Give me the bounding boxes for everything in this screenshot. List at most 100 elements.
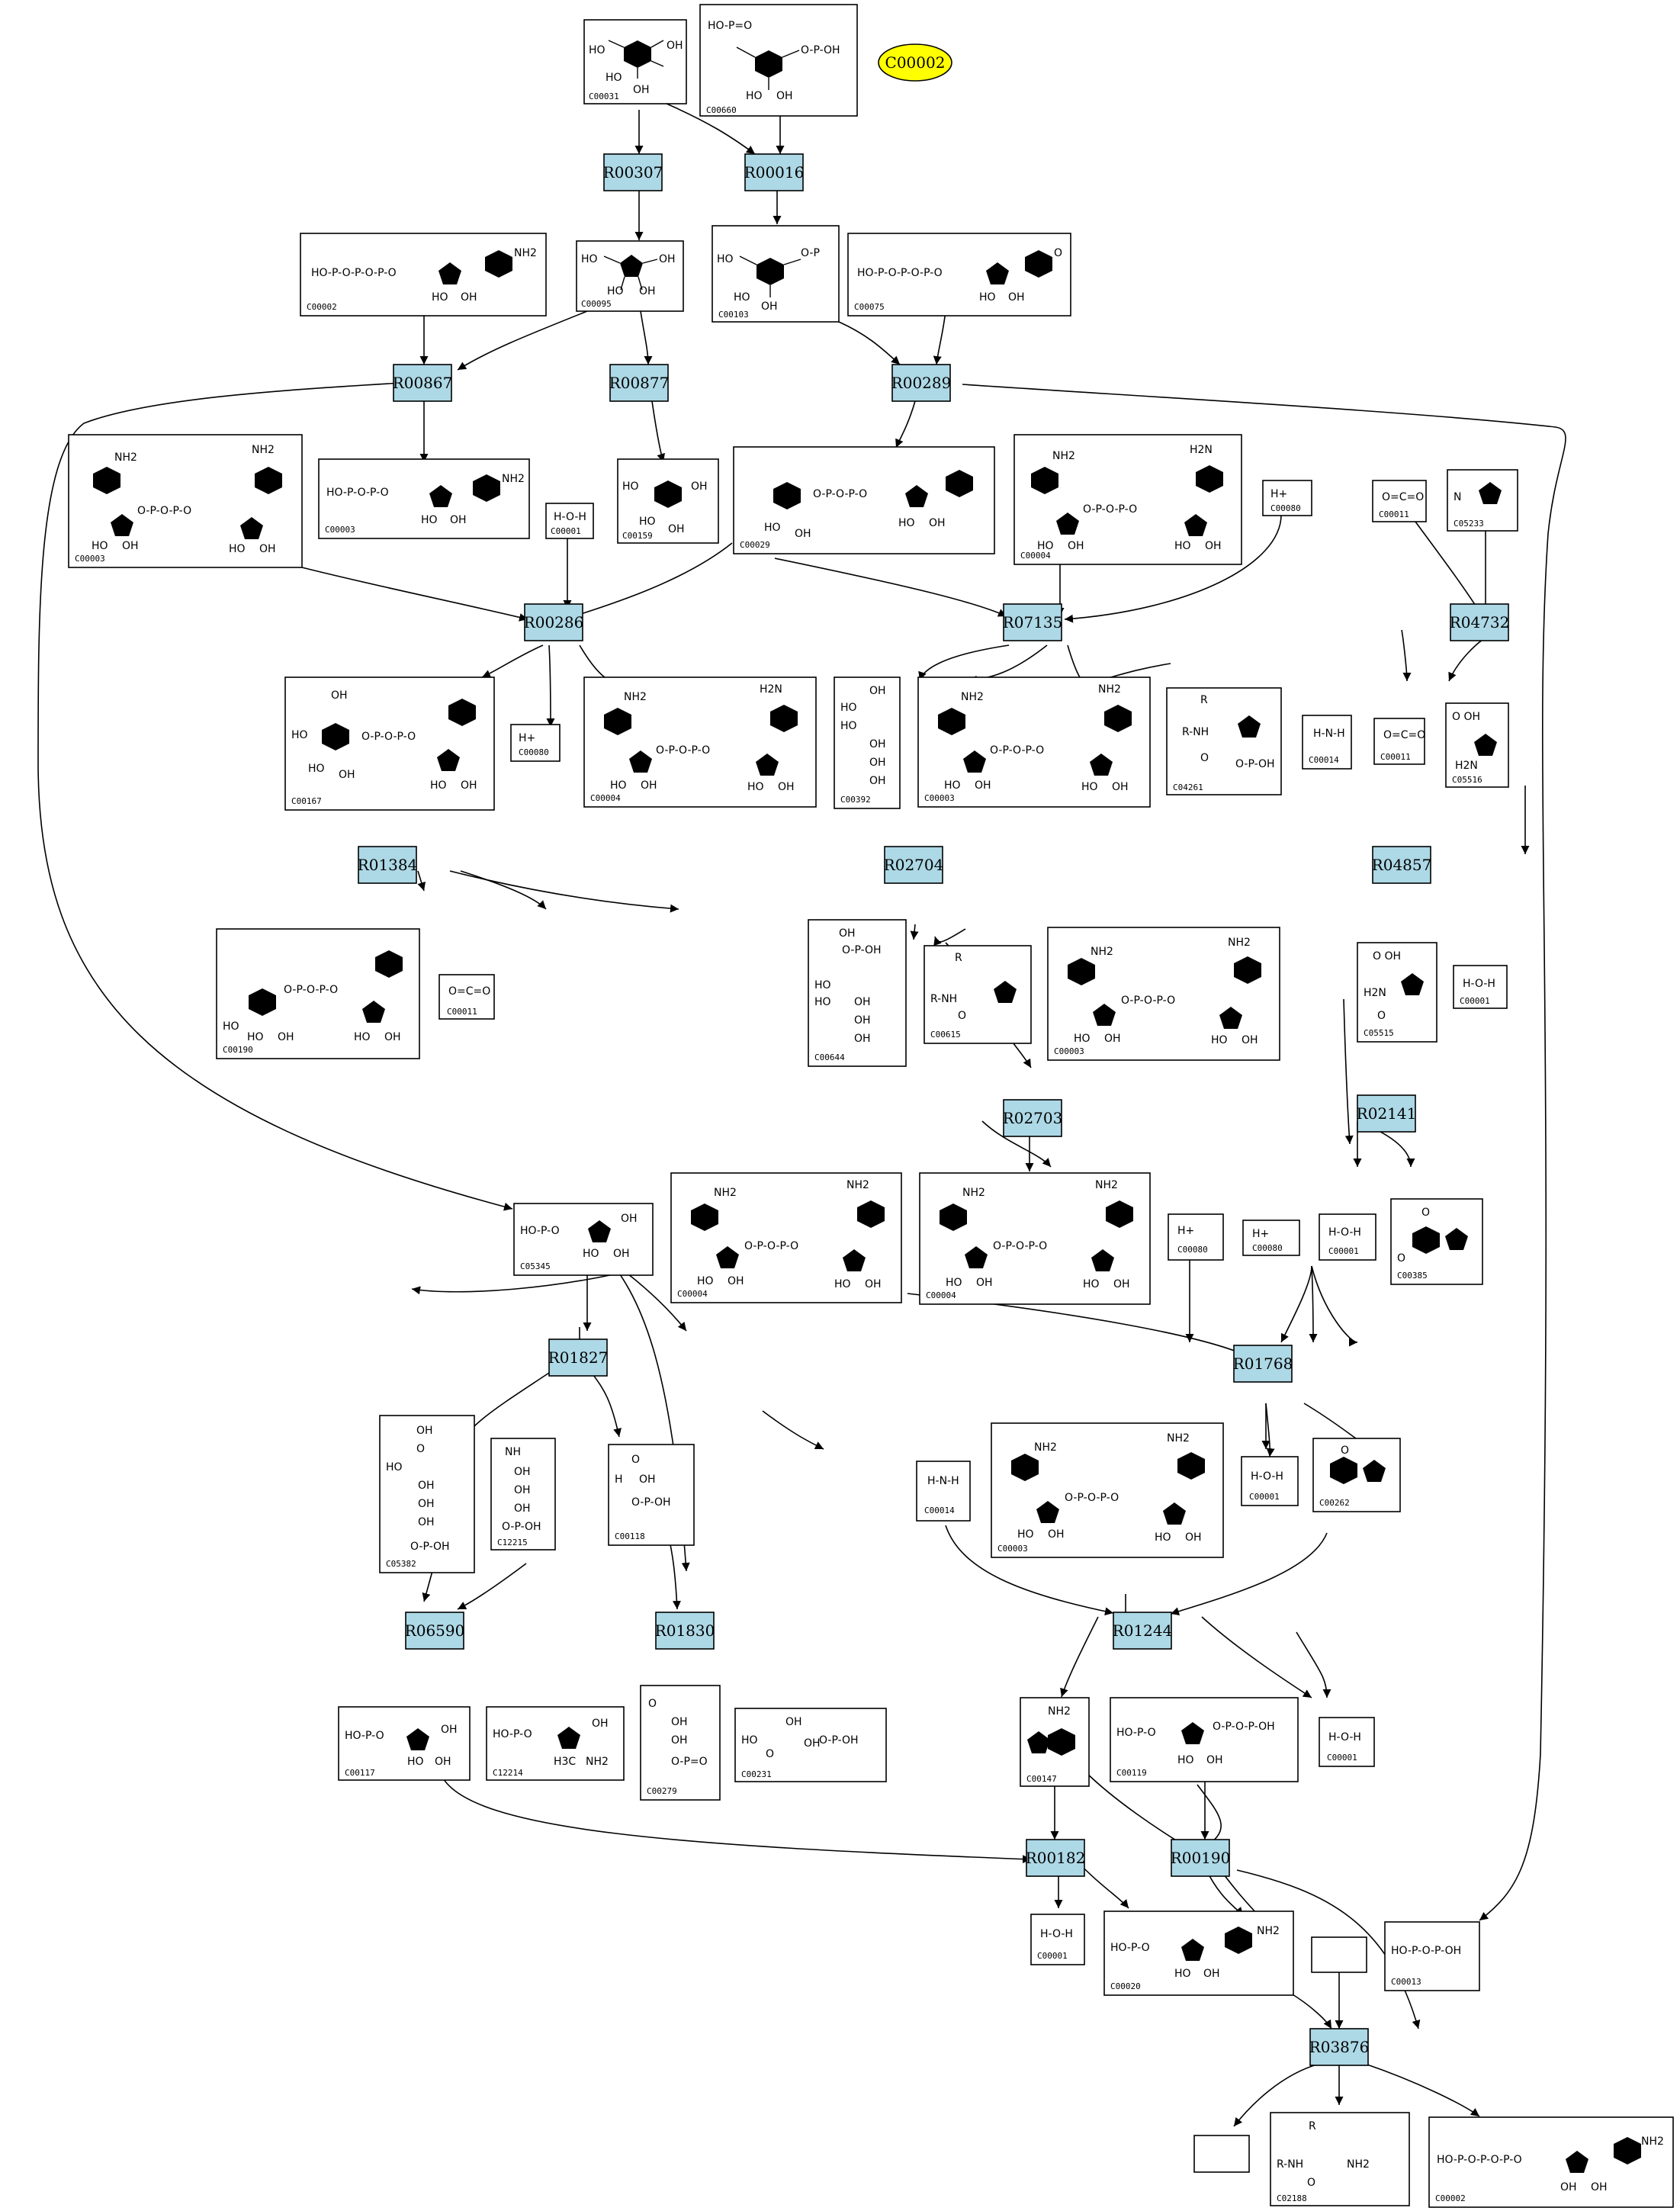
svg-text:O-P-OH: O-P-OH [819, 1734, 859, 1747]
compound-node[interactable]: O OH H2N C05516 [1445, 702, 1509, 788]
compound-node[interactable]: RR-NHO C00615 [924, 945, 1032, 1044]
compound-node[interactable]: OO C00385 [1390, 1198, 1483, 1285]
compound-node[interactable]: NH2 C00147 [1020, 1697, 1090, 1787]
reaction-node[interactable]: R01244 [1113, 1612, 1173, 1650]
svg-text:HO: HO [432, 291, 448, 304]
reaction-node[interactable]: R00286 [524, 603, 584, 641]
reaction-node[interactable]: R06590 [405, 1612, 465, 1650]
compound-node[interactable] [1311, 1936, 1367, 1973]
reaction-node[interactable]: R01384 [358, 846, 418, 884]
svg-text:R-NH: R-NH [930, 993, 957, 1005]
reaction-node[interactable]: R04857 [1372, 846, 1432, 884]
compound-node[interactable]: HO-P-O-P-OH C00013 [1384, 1921, 1480, 1991]
svg-text:HO-P-O-P-O-P-O: HO-P-O-P-O-P-O [311, 267, 397, 279]
compound-node[interactable]: H-O-H C00001 [1319, 1717, 1375, 1767]
reaction-node[interactable]: R04732 [1450, 603, 1510, 641]
reaction-node[interactable]: R00877 [609, 364, 670, 402]
reaction-node[interactable]: R00307 [603, 153, 663, 191]
svg-text:O-P-OH: O-P-OH [410, 1541, 450, 1553]
svg-text:H2N: H2N [1364, 987, 1386, 999]
compound-node[interactable]: O=C=O C00011 [1372, 480, 1427, 522]
reaction-node[interactable]: R01768 [1233, 1345, 1293, 1383]
reaction-label: R00877 [609, 374, 670, 392]
reaction-node[interactable]: R00867 [393, 364, 453, 402]
compound-node[interactable] [1193, 2135, 1250, 2173]
compound-node[interactable]: H-O-H C00001 [1453, 965, 1508, 1009]
compound-node[interactable]: H+ C00080 [510, 724, 561, 762]
compound-node[interactable]: O=C=O C00011 [1373, 718, 1425, 765]
svg-text:O-P=O: O-P=O [671, 1756, 708, 1768]
reaction-node[interactable]: R02141 [1357, 1094, 1417, 1133]
svg-text:O: O [648, 1698, 657, 1710]
reaction-node[interactable]: R07135 [1003, 603, 1063, 641]
reaction-node[interactable]: R02703 [1003, 1099, 1063, 1137]
compound-node[interactable]: H+ C00080 [1262, 480, 1312, 516]
svg-text:OH: OH [339, 769, 355, 781]
reaction-node[interactable]: R03876 [1309, 2028, 1370, 2066]
reaction-node[interactable]: R01827 [548, 1338, 609, 1377]
svg-text:HO-P-O-P-O: HO-P-O-P-O [326, 487, 389, 499]
compound-node[interactable]: H-N-H C00014 [916, 1461, 971, 1522]
reaction-node[interactable]: R02704 [884, 846, 944, 884]
svg-text:OH: OH [671, 1734, 688, 1747]
svg-text:HO: HO [1174, 540, 1191, 552]
compound-node[interactable]: H-O-H C00001 [1319, 1213, 1376, 1261]
highlight-node[interactable]: C00002 [878, 43, 952, 82]
reaction-node[interactable]: R00289 [891, 364, 952, 402]
svg-text:NH2: NH2 [1347, 2158, 1370, 2171]
svg-text:OH: OH [929, 517, 946, 529]
svg-text:OH: OH [461, 291, 477, 304]
compound-node[interactable]: N C05233 [1447, 469, 1518, 532]
svg-text:OH: OH [122, 540, 139, 552]
compound-node[interactable]: H+ C00080 [1242, 1220, 1300, 1256]
compound-node[interactable]: RR-NHO O-P-OH C04261 [1166, 687, 1282, 795]
compound-node[interactable]: H+ C00080 [1168, 1213, 1224, 1261]
compound-node[interactable]: H-O-H C00001 [1030, 1914, 1085, 1965]
compound-node[interactable]: H-O-H C00001 [545, 503, 594, 539]
compound-node[interactable]: O C00262 [1312, 1438, 1401, 1512]
reaction-node[interactable]: R00016 [744, 153, 805, 191]
reaction-node[interactable]: R01830 [655, 1612, 715, 1650]
svg-text:HO: HO [610, 779, 627, 792]
svg-text:HO-P-O: HO-P-O [493, 1728, 532, 1740]
reaction-node[interactable]: R00182 [1026, 1839, 1086, 1877]
compound-node[interactable]: O=C=O C00011 [438, 974, 495, 1020]
compound-node[interactable]: H-O-H C00001 [1241, 1456, 1299, 1506]
compound-node[interactable]: H-N-H C00014 [1302, 715, 1352, 770]
reaction-node[interactable]: R00190 [1171, 1839, 1231, 1877]
